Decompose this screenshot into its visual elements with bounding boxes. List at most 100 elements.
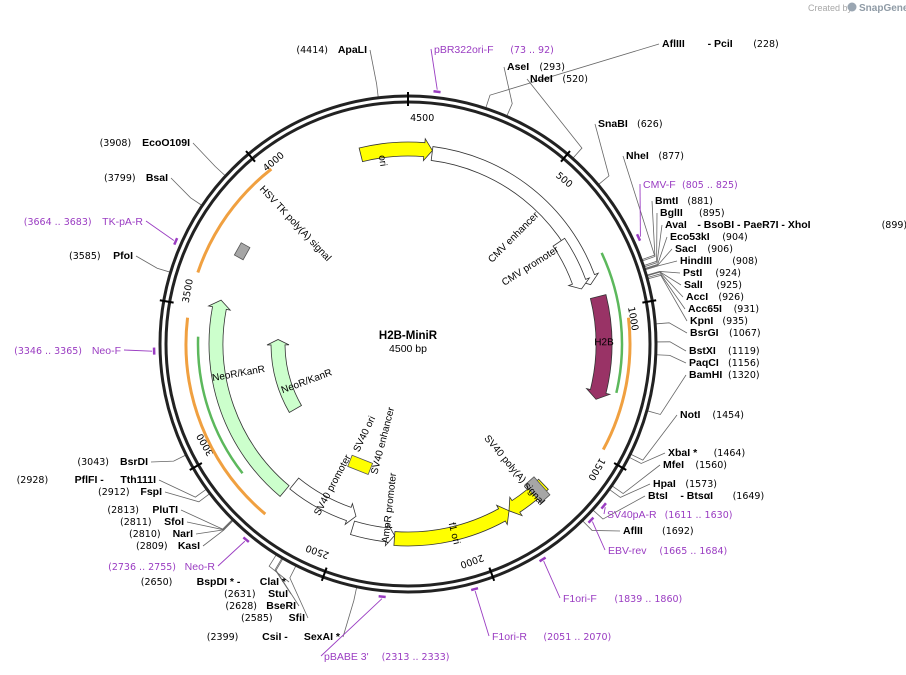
primer-name: pBABE 3' xyxy=(324,651,369,663)
primer-name: CMV-F xyxy=(643,179,676,191)
enzyme-label-btsi[interactable]: BtsI- BtsαI(1649) xyxy=(648,490,764,502)
enzyme-name: BstXI xyxy=(689,345,716,357)
primer-mark xyxy=(635,233,642,242)
enzyme-leader xyxy=(186,519,234,531)
enzyme-label-acc65i[interactable]: Acc65I (931) xyxy=(688,303,759,315)
enzyme-label-ndei[interactable]: NdeI(520) xyxy=(530,73,588,85)
primer-label-pbr322ori-f[interactable]: pBR322ori-F(73 .. 92) xyxy=(434,44,554,56)
site-labels: ApaLI(4414) AflIII- PciI(228) AseI(293)Nde… xyxy=(17,38,906,643)
enzyme-label-nari[interactable]: NarI(2810) xyxy=(129,528,193,540)
primer-label-neo-f[interactable]: Neo-F(3346 .. 3365) xyxy=(14,345,121,357)
enzyme-position: (293) xyxy=(539,62,565,73)
enzyme-leader xyxy=(581,520,621,532)
enzyme-label-fspi[interactable]: FspI(2912) xyxy=(98,486,162,498)
enzyme-position: (1560) xyxy=(695,460,727,471)
enzyme-label-bsrdi[interactable]: BsrDI(3043) xyxy=(77,456,148,468)
enzyme-label-ecoo109i[interactable]: EcoO109I(3908) xyxy=(100,137,190,149)
enzyme-label-psti[interactable]: PstI(924) xyxy=(683,267,741,279)
enzyme-position: (2809) xyxy=(136,541,168,552)
sv40-polya-box xyxy=(524,476,551,504)
enzyme-label-bglii[interactable]: BglII(895) xyxy=(660,207,725,219)
enzyme-position: (931) xyxy=(734,304,760,315)
enzyme-label-sexai[interactable]: SexAI *CsiI -(2399) xyxy=(207,631,341,643)
primer-label-sv40pa-r[interactable]: SV40pA-R(1611 .. 1630) xyxy=(607,509,732,521)
enzyme-name: BmtI xyxy=(655,195,678,207)
enzyme-label-mfei[interactable]: MfeI(1560) xyxy=(663,459,727,471)
tick-mark xyxy=(642,299,657,304)
primer-label-ebv-rev[interactable]: EBV-rev(1665 .. 1684) xyxy=(608,545,727,557)
enzyme-label-saci[interactable]: SacI(906) xyxy=(675,243,733,255)
orf-orange-1 xyxy=(601,317,632,451)
enzyme-label-snabi[interactable]: SnaBI(626) xyxy=(598,118,663,130)
primer-label-f1ori-f[interactable]: F1ori-F(1839 .. 1860) xyxy=(563,593,682,605)
enzyme-position: (926) xyxy=(718,292,744,303)
feature-label-f1-ori: f1 ori xyxy=(446,521,462,545)
enzyme-leader xyxy=(158,479,207,498)
enzyme-label-pluti[interactable]: PluTI(2813) xyxy=(107,504,178,516)
enzyme-label-bsrgi[interactable]: BsrGI(1067) xyxy=(690,327,761,339)
enzyme-label-kpni[interactable]: KpnI(935) xyxy=(690,315,748,327)
enzyme-label-sfii[interactable]: SfiI(2585) xyxy=(241,612,305,624)
enzyme-leader xyxy=(655,322,688,334)
enzyme-position: (924) xyxy=(715,268,741,279)
enzyme-label-noti[interactable]: NotI(1454) xyxy=(680,409,744,421)
primer-label-neo-r[interactable]: Neo-R(2736 .. 2755) xyxy=(108,561,215,573)
enzyme-name: BsrGI xyxy=(690,327,719,339)
enzyme-leader xyxy=(630,414,678,461)
enzyme-label-pfoi[interactable]: PfoI(3585) xyxy=(69,250,133,262)
primer-mark xyxy=(470,586,479,592)
enzyme-label-avai[interactable]: AvaI- BsoBI - PaeR7I - XhoI(899) xyxy=(665,219,906,231)
enzyme-label-acci[interactable]: AccI(926) xyxy=(686,291,744,303)
primer-name: Neo-F xyxy=(92,345,121,357)
enzyme-name: NheI xyxy=(626,150,649,162)
enzyme-label-sfoi[interactable]: SfoI(2811) xyxy=(120,516,184,528)
enzyme-label-bstxi[interactable]: BstXI(1119) xyxy=(689,345,760,357)
enzyme-leader xyxy=(180,509,233,530)
tick-mark xyxy=(245,150,256,163)
enzyme-label-sali[interactable]: SalI(925) xyxy=(684,279,742,291)
primer-label-f1ori-r[interactable]: F1ori-R(2051 .. 2070) xyxy=(492,631,611,643)
enzyme-label-bsai[interactable]: BsaI(3799) xyxy=(104,172,168,184)
primer-label-cmv-f[interactable]: CMV-F(805 .. 825) xyxy=(643,179,738,191)
enzyme-label-xbai[interactable]: XbaI *(1464) xyxy=(668,447,745,459)
enzyme-label-paqci[interactable]: PaqCI(1156) xyxy=(689,357,760,369)
enzyme-label-kasi[interactable]: KasI (2809) xyxy=(136,540,200,552)
primer-mark xyxy=(433,90,441,94)
enzyme-leader xyxy=(641,200,656,262)
enzyme-label-afliii[interactable]: AflIII- PciI(228) xyxy=(662,38,779,50)
primer-name: pBR322ori-F xyxy=(434,44,494,56)
enzyme-label-bamhi[interactable]: BamHI(1320) xyxy=(689,369,760,381)
enzyme-label-eco53ki[interactable]: Eco53kI(904) xyxy=(670,231,748,243)
enzyme-label-clai[interactable]: ClaI *BspDI * -(2650) xyxy=(141,576,287,588)
tick-label: 4500 xyxy=(410,113,434,124)
feature-label-hsv-tk-polya: HSV TK poly(A) signal xyxy=(257,184,333,264)
enzyme-label-stui[interactable]: StuI(2631) xyxy=(224,588,288,600)
primer-name: Neo-R xyxy=(185,561,216,573)
enzyme-name: HpaI xyxy=(653,478,676,490)
enzyme-leader xyxy=(485,43,660,109)
orf-orange-3 xyxy=(196,167,273,273)
enzyme-position: (1649) xyxy=(733,491,765,502)
enzyme-label-asei[interactable]: AseI(293) xyxy=(507,61,565,73)
enzyme-label-aflii[interactable]: AflII(1692) xyxy=(623,525,694,537)
enzyme-position: (904) xyxy=(722,232,748,243)
tick-label: 4000 xyxy=(261,150,287,174)
enzyme-label-bmti[interactable]: BmtI(881) xyxy=(655,195,713,207)
enzyme-name: SacI xyxy=(675,243,697,255)
enzyme-name: ClaI * xyxy=(260,576,287,588)
enzyme-name: KasI xyxy=(178,540,200,552)
enzyme-name: Acc65I xyxy=(688,303,722,315)
enzyme-label-nhei[interactable]: NheI(877) xyxy=(626,150,684,162)
enzyme-leader xyxy=(643,224,663,268)
orf-green-2 xyxy=(196,336,244,475)
enzyme-label-apali[interactable]: ApaLI(4414) xyxy=(296,44,367,56)
enzyme-label-hindiii[interactable]: HindIII(908) xyxy=(680,255,758,267)
primer-label-pbabe-3[interactable]: pBABE 3'(2313 .. 2333) xyxy=(324,651,449,663)
primer-name: F1ori-R xyxy=(492,631,527,643)
enzyme-label-hpai[interactable]: HpaI(1573) xyxy=(653,478,717,490)
feature-label-cmv-enhancer: CMV enhancer xyxy=(486,210,541,266)
label-leaders xyxy=(135,43,688,638)
primer-label-tk-pa-r[interactable]: TK-pA-R(3664 .. 3683) xyxy=(24,216,144,228)
enzyme-label-bseri[interactable]: BseRI(2628) xyxy=(225,600,296,612)
